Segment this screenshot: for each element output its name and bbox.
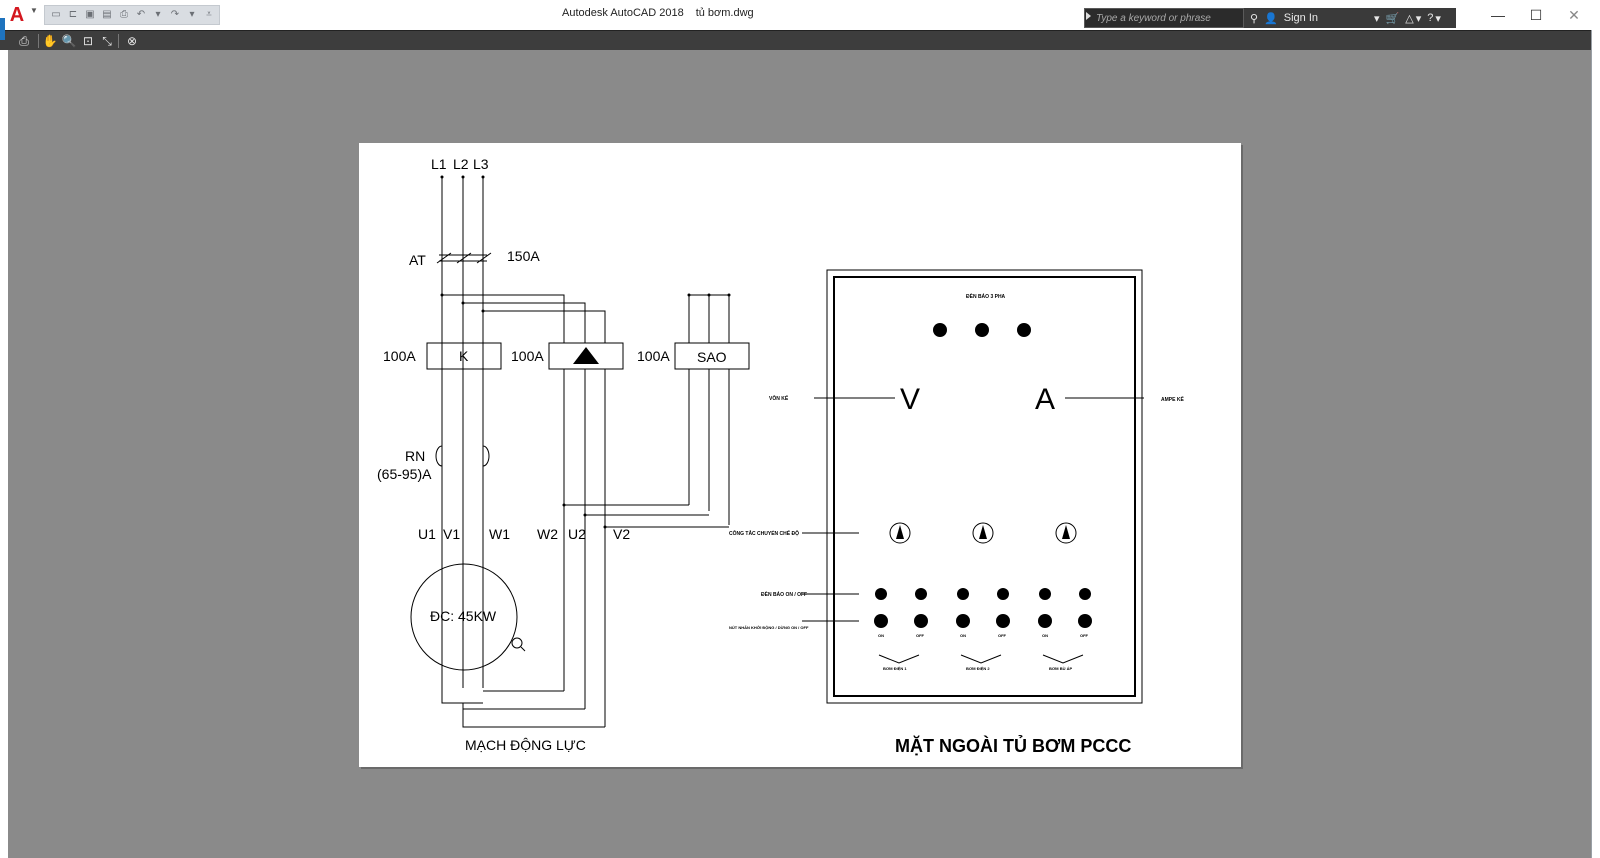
- save-as-icon[interactable]: ▤: [102, 9, 112, 20]
- phase-label: L2: [453, 156, 469, 172]
- ammeter-label: AMPE KẾ: [1161, 396, 1184, 403]
- print-icon[interactable]: ⎙: [19, 34, 29, 48]
- a360-dropdown-icon[interactable]: ▾: [1415, 12, 1422, 25]
- app-menu-chevron-icon[interactable]: ▼: [30, 6, 38, 15]
- zoom-original-icon[interactable]: ⤡: [102, 34, 112, 48]
- app-name: Autodesk AutoCAD 2018: [562, 7, 684, 19]
- pump-group-label: BƠM ĐIỆN 2: [966, 666, 990, 671]
- breaker-rating: 150A: [507, 248, 540, 264]
- button-caption: OFF: [1080, 633, 1089, 638]
- plot-preview-sheet: L1 L2 L3 AT 150A 100A K 100A 100A SAO RN…: [359, 143, 1241, 767]
- sign-in-link[interactable]: Sign In: [1283, 12, 1319, 24]
- preview-toolbar: ⎙ ✋ 🔍 ⊡ ⤡ ⊗: [0, 30, 1600, 52]
- contactor-star-label: SAO: [697, 349, 727, 365]
- button-caption: ON: [878, 633, 884, 638]
- button-caption: ON: [1042, 633, 1048, 638]
- minimize-icon[interactable]: —: [1491, 7, 1505, 23]
- contactor-delta-rating: 100A: [511, 348, 544, 364]
- search-expand-icon[interactable]: [1086, 12, 1091, 20]
- help-dropdown-icon[interactable]: ▾: [1435, 12, 1441, 25]
- three-phase-lamp-label: ĐÈN BÁO 3 PHA: [966, 292, 1006, 300]
- window-border: [1591, 30, 1592, 858]
- contactor-star-rating: 100A: [637, 348, 670, 364]
- save-icon[interactable]: ▣: [85, 9, 95, 20]
- cart-icon[interactable]: 🛒: [1385, 12, 1400, 25]
- toolbar-separator: [118, 34, 119, 48]
- voltmeter-label: VÔN KẾ: [769, 394, 789, 402]
- new-file-icon[interactable]: ▭: [51, 9, 61, 20]
- terminal-label: U2: [568, 526, 586, 542]
- autocad-logo-icon[interactable]: A: [9, 4, 25, 26]
- panel-face-title: MẶT NGOÀI TỦ BƠM PCCC: [895, 735, 1131, 756]
- button-caption: OFF: [916, 633, 925, 638]
- a360-icon[interactable]: △: [1405, 12, 1414, 25]
- search-input[interactable]: [1094, 9, 1246, 27]
- zoom-icon[interactable]: 🔍: [61, 34, 77, 48]
- voltmeter-symbol: V: [900, 383, 920, 416]
- motor-label: ĐC: 45KW: [430, 608, 497, 624]
- ammeter-symbol: A: [1035, 383, 1055, 416]
- button-caption: ON: [960, 633, 966, 638]
- close-preview-icon[interactable]: ⊗: [126, 34, 138, 48]
- breaker-label: AT: [409, 252, 426, 268]
- maximize-icon[interactable]: ☐: [1529, 7, 1543, 23]
- help-icon[interactable]: ?: [1427, 12, 1434, 24]
- selector-switch-label: CÔNG TẮC CHUYỂN CHẾ ĐỘ: [729, 529, 799, 537]
- plot-icon[interactable]: ⎙: [120, 9, 128, 20]
- toolbar-separator: [38, 34, 39, 48]
- terminal-label: V1: [443, 526, 460, 542]
- terminal-label: V2: [613, 526, 630, 542]
- file-name: tủ bơm.dwg: [695, 7, 754, 19]
- sign-in-dropdown-icon[interactable]: ▾: [1374, 12, 1380, 25]
- binoculars-icon[interactable]: ⚲: [1250, 12, 1259, 25]
- drawing-canvas: L1 L2 L3 AT 150A 100A K 100A 100A SAO RN…: [377, 156, 1184, 756]
- left-edge: [0, 50, 8, 858]
- right-edge: [1591, 30, 1600, 858]
- pump-group-label: BƠM BÙ ÁP: [1049, 666, 1073, 671]
- close-icon[interactable]: ✕: [1568, 7, 1580, 23]
- left-accent: [0, 18, 5, 40]
- zoom-window-icon[interactable]: ⊡: [82, 34, 94, 48]
- pilot-lamp-label: ĐÈN BÁO ON / OFF: [761, 590, 807, 598]
- open-file-icon[interactable]: ⊏: [68, 9, 78, 20]
- phase-label: L1: [431, 156, 447, 172]
- info-center: ⚲ 👤 Sign In ▾ 🛒 △ ▾ ? ▾: [1244, 8, 1456, 28]
- customize-qat-icon[interactable]: ⩡: [206, 9, 212, 20]
- phase-label: L3: [473, 156, 489, 172]
- user-icon[interactable]: 👤: [1264, 12, 1278, 25]
- contactor-k-label: K: [459, 348, 469, 364]
- button-caption: OFF: [998, 633, 1007, 638]
- window-title: Autodesk AutoCAD 2018 tủ bơm.dwg: [562, 7, 766, 19]
- overload-range: (65-95)A: [377, 466, 432, 482]
- overload-label: RN: [405, 448, 425, 464]
- pump-group-label: BƠM ĐIỆN 1: [883, 666, 907, 671]
- terminal-label: W2: [537, 526, 558, 542]
- terminal-label: U1: [418, 526, 436, 542]
- title-bar: A ▼ ▭ ⊏ ▣ ▤ ⎙ ↶ ▾ ↷ ▾ ⩡ Autodesk AutoCAD…: [0, 0, 1600, 30]
- undo-dropdown-icon[interactable]: ▾: [155, 9, 161, 20]
- pan-icon[interactable]: ✋: [42, 34, 58, 48]
- undo-icon[interactable]: ↶: [136, 9, 146, 20]
- push-button-label: NÚT NHẤN KHỞI ĐỘNG / DỪNG ON / OFF: [729, 625, 809, 630]
- quick-access-toolbar: ▭ ⊏ ▣ ▤ ⎙ ↶ ▾ ↷ ▾ ⩡: [44, 5, 220, 25]
- redo-dropdown-icon[interactable]: ▾: [189, 9, 195, 20]
- terminal-label: W1: [489, 526, 510, 542]
- power-circuit-title: MẠCH ĐỘNG LỰC: [465, 737, 586, 753]
- redo-icon[interactable]: ↷: [170, 9, 180, 20]
- contactor-k-rating: 100A: [383, 348, 416, 364]
